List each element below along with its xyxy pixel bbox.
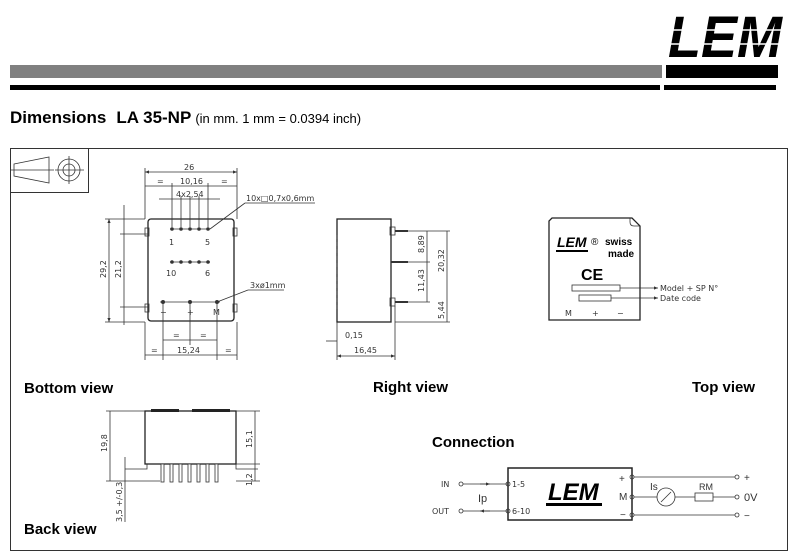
right-view: 8,89 11,43 20,32 5,44 0,15 16,45 (326, 218, 450, 360)
header-gray-bar (10, 65, 662, 78)
connection-lem-logo: LEM (548, 479, 600, 506)
right-view-label: Right view (373, 379, 448, 396)
svg-text:+: + (744, 473, 750, 484)
svg-text:19,8: 19,8 (100, 434, 109, 452)
svg-text:5: 5 (205, 238, 210, 247)
svg-text:1,2: 1,2 (245, 473, 254, 486)
svg-text:LEM: LEM (668, 5, 784, 70)
svg-text:+: + (619, 474, 625, 485)
svg-text:−: − (620, 510, 626, 521)
svg-text:Ip: Ip (478, 493, 487, 505)
svg-text:made: made (608, 249, 635, 260)
connection-diagram: IN OUT Ip 1-5 6-10 LEM + M − Is RM + 0V … (432, 467, 758, 522)
top-view-lem-logo: LEM (557, 234, 587, 250)
svg-text:5,44: 5,44 (437, 301, 446, 319)
drawing-frame (10, 148, 788, 551)
svg-text:−: − (744, 511, 750, 522)
back-view: 19,8 15,1 1,2 3,5 +/-0,3 (100, 409, 260, 522)
svg-text:29,2: 29,2 (99, 260, 108, 278)
svg-text:Model + SP N°: Model + SP N° (660, 284, 718, 293)
svg-text:0,15: 0,15 (345, 331, 363, 340)
svg-text:Is: Is (650, 482, 658, 493)
svg-text:®: ® (591, 237, 599, 248)
header-black-line-right (664, 85, 776, 90)
svg-text:=: = (221, 177, 228, 186)
svg-text:swiss: swiss (605, 237, 633, 248)
svg-text:8,89: 8,89 (417, 235, 426, 253)
svg-text:10: 10 (166, 269, 176, 278)
svg-text:6-10: 6-10 (512, 507, 530, 516)
svg-text:+: + (592, 309, 599, 318)
svg-text:=: = (157, 177, 164, 186)
svg-text:20,32: 20,32 (437, 249, 446, 272)
svg-text:10,16: 10,16 (180, 177, 203, 186)
svg-text:21,2: 21,2 (114, 260, 123, 278)
svg-text:=: = (151, 346, 158, 355)
svg-text:M: M (619, 492, 627, 503)
svg-text:10x□0,7x0,6mm: 10x□0,7x0,6mm (246, 194, 314, 203)
projection-symbol (10, 148, 89, 193)
svg-text:15,24: 15,24 (177, 346, 200, 355)
top-view: LEM ® swiss made CE Model + SP N° Date c… (548, 217, 718, 321)
svg-text:16,45: 16,45 (354, 346, 377, 355)
svg-text:26: 26 (184, 163, 194, 172)
svg-text:M: M (565, 309, 572, 318)
svg-text:−: − (617, 309, 624, 318)
lem-logo: LEM (665, 5, 785, 70)
svg-text:=: = (200, 331, 207, 340)
svg-text:M: M (213, 308, 220, 317)
svg-text:1: 1 (169, 238, 174, 247)
connection-label: Connection (432, 434, 515, 451)
svg-text:1-5: 1-5 (512, 480, 525, 489)
svg-text:OUT: OUT (432, 507, 449, 516)
svg-text:RM: RM (699, 482, 713, 492)
svg-text:Date code: Date code (660, 294, 701, 303)
svg-text:3xø1mm: 3xø1mm (250, 281, 286, 290)
svg-text:=: = (225, 346, 232, 355)
top-view-label: Top view (692, 379, 755, 396)
svg-text:15,1: 15,1 (245, 430, 254, 448)
header-black-bar-right (666, 65, 778, 78)
header-black-line (10, 85, 660, 90)
svg-text:6: 6 (205, 269, 210, 278)
bottom-view-label: Bottom view (24, 380, 114, 397)
ce-mark: CE (581, 267, 604, 284)
bottom-view: 1 5 10 6 − + M 26 10,16 = = 4x2,54 10x□0… (99, 163, 315, 360)
back-view-label: Back view (24, 521, 97, 538)
svg-text:3,5 +/-0,3: 3,5 +/-0,3 (115, 482, 124, 522)
svg-text:0V: 0V (744, 492, 758, 504)
svg-text:IN: IN (441, 480, 449, 489)
svg-text:4x2,54: 4x2,54 (176, 190, 204, 199)
svg-text:11,43: 11,43 (417, 269, 426, 292)
svg-text:=: = (173, 331, 180, 340)
